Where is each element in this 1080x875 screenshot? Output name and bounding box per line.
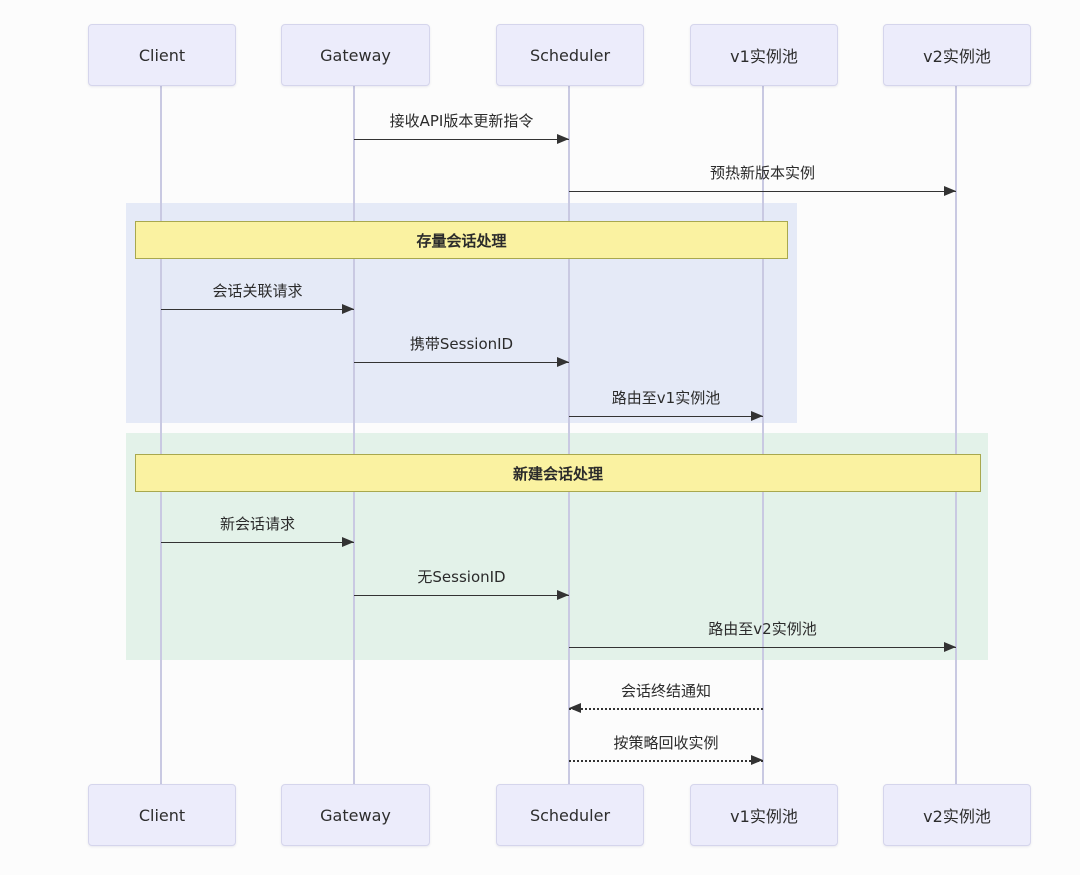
lifeline-scheduler (568, 86, 570, 784)
arrowhead-right-icon (751, 755, 763, 765)
message-label: 会话终结通知 (620, 682, 711, 700)
arrowhead-right-icon (557, 357, 569, 367)
message-arrow (161, 537, 354, 547)
arrowhead-right-icon (557, 134, 569, 144)
message-session-end-notice: 会话终结通知 (569, 676, 763, 713)
lifeline-v2pool (955, 86, 957, 784)
message-label: 携带SessionID (409, 335, 514, 353)
actor-client-bottom: Client (88, 784, 236, 846)
message-arrow (354, 357, 569, 367)
lifeline-v1pool (762, 86, 764, 784)
message-arrow (354, 590, 569, 600)
arrowhead-right-icon (342, 537, 354, 547)
arrowhead-right-icon (557, 590, 569, 600)
message-with-sessionid: 携带SessionID (354, 329, 569, 367)
message-label: 会话关联请求 (212, 282, 303, 300)
message-label: 按策略回收实例 (613, 734, 719, 752)
message-label: 无SessionID (417, 568, 506, 586)
arrowhead-right-icon (944, 186, 956, 196)
message-receive-api-update: 接收API版本更新指令 (354, 106, 569, 144)
message-arrow (161, 304, 354, 314)
section-title-new-sessions: 新建会话处理 (135, 454, 981, 492)
message-arrow (354, 134, 569, 144)
message-label: 预热新版本实例 (709, 164, 815, 182)
message-reclaim-by-policy: 按策略回收实例 (569, 728, 763, 765)
actor-v1pool-bottom: v1实例池 (690, 784, 838, 846)
message-route-to-v2: 路由至v2实例池 (569, 614, 956, 652)
message-arrow (569, 186, 956, 196)
message-arrow (569, 411, 763, 421)
actor-client-top: Client (88, 24, 236, 86)
actor-scheduler-top: Scheduler (496, 24, 644, 86)
actor-scheduler-bottom: Scheduler (496, 784, 644, 846)
arrowhead-right-icon (751, 411, 763, 421)
actor-v1pool-top: v1实例池 (690, 24, 838, 86)
message-label: 新会话请求 (219, 515, 295, 533)
lifeline-client (160, 86, 162, 784)
message-new-session-request: 新会话请求 (161, 509, 354, 547)
message-label: 路由至v1实例池 (611, 389, 721, 407)
actor-gateway-top: Gateway (281, 24, 430, 86)
arrowhead-left-icon (569, 703, 581, 713)
arrowhead-right-icon (342, 304, 354, 314)
section-title-existing-sessions: 存量会话处理 (135, 221, 788, 259)
actor-v2pool-bottom: v2实例池 (883, 784, 1031, 846)
message-arrow (569, 642, 956, 652)
message-prewarm-instances: 预热新版本实例 (569, 158, 956, 196)
message-label: 接收API版本更新指令 (389, 112, 534, 130)
message-arrow-dotted (569, 703, 763, 713)
lifeline-gateway (353, 86, 355, 784)
message-session-affinity-request: 会话关联请求 (161, 276, 354, 314)
message-arrow-dotted (569, 755, 763, 765)
actor-v2pool-top: v2实例池 (883, 24, 1031, 86)
message-route-to-v1: 路由至v1实例池 (569, 383, 763, 421)
message-label: 路由至v2实例池 (708, 620, 817, 638)
message-no-sessionid: 无SessionID (354, 562, 569, 600)
actor-gateway-bottom: Gateway (281, 784, 430, 846)
arrowhead-right-icon (944, 642, 956, 652)
